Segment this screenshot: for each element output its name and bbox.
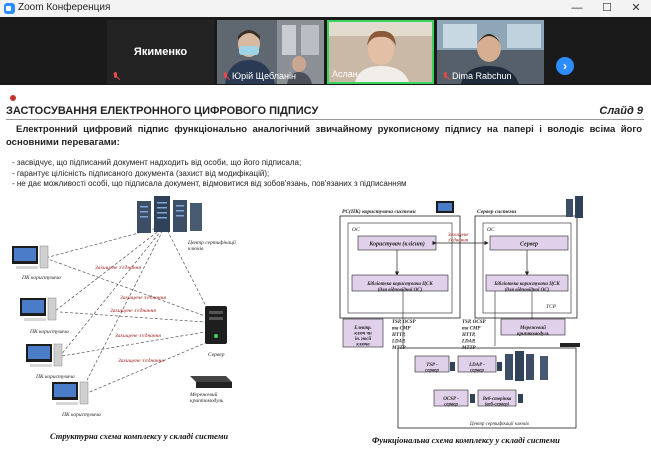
next-page-arrow-icon[interactable]: ›: [556, 57, 574, 75]
slide-title: ЗАСТОСУВАННЯ ЕЛЕКТРОННОГО ЦИФРОВОГО ПІДП…: [6, 105, 319, 117]
svg-text:Центр сертифікації ключів: Центр сертифікації ключів: [469, 422, 530, 427]
pc-label: ПК користувача: [61, 412, 101, 418]
secure-link-label: Захищене з'єднання: [110, 307, 156, 314]
svg-text:ОС: ОС: [487, 227, 495, 233]
participant-tile[interactable]: Dima Rabchun: [437, 20, 544, 84]
svg-text:TCP: TCP: [546, 304, 557, 310]
slide-number: Слайд 9: [599, 105, 643, 117]
bullet-list: - засвідчує, що підписаний документ надх…: [12, 158, 407, 190]
svg-text:Сервер системи: Сервер системи: [477, 209, 516, 215]
server-icon: [205, 306, 227, 344]
svg-text:PC(ПК) користувача системи: PC(ПК) користувача системи: [342, 208, 416, 215]
crypto-module-icon: [190, 376, 232, 388]
participant-video: [217, 20, 324, 84]
pc-icon: [12, 245, 49, 269]
participant-tile[interactable]: Якименко: [107, 20, 214, 84]
ca-servers-icon: [137, 196, 202, 233]
title-divider: [6, 119, 644, 120]
pc-label: ПК користувача: [21, 275, 61, 281]
secure-link-label: Захищене з'єднання: [95, 264, 141, 271]
participant-tile[interactable]: Юрій Щебланін: [217, 20, 324, 84]
muted-mic-icon: [222, 72, 230, 81]
ca-servers-icon: [505, 351, 548, 381]
svg-text:TSP -сервер: TSP -сервер: [425, 363, 439, 374]
participant-name: Юрій Щебланін: [232, 71, 296, 81]
pc-label: ПК користувача: [35, 374, 75, 380]
pc-icon: [436, 201, 454, 213]
participant-tile-active[interactable]: Аслан: [327, 20, 434, 84]
participant-video: [329, 22, 432, 82]
recording-dot-icon: [10, 95, 16, 101]
window-title: Zoom Конференция: [18, 2, 111, 13]
list-item: - не дає можливості особі, що підписала …: [12, 179, 407, 188]
pc-icon: [20, 297, 57, 321]
participant-strip: Якименко Юрій Щебланін Аслан: [0, 17, 651, 85]
participant-name: Якименко: [133, 46, 188, 58]
muted-mic-icon: [442, 72, 450, 81]
close-button[interactable]: ✕: [631, 2, 641, 14]
muted-mic-icon: [112, 72, 120, 81]
svg-text:Веб-сторінка(веб-сервер): Веб-сторінка(веб-сервер): [482, 397, 512, 408]
secure-link-label: Захищене з'єднання: [118, 357, 164, 364]
zoom-logo-icon: [4, 3, 15, 14]
svg-text:OCSP -сервер: OCSP -сервер: [443, 397, 459, 408]
svg-text:Сервер: Сервер: [520, 242, 538, 248]
secure-link-label: Захищене з'єднання: [120, 294, 166, 301]
pc-icon: [26, 343, 63, 367]
minimize-button[interactable]: —: [571, 2, 583, 14]
participant-name: Аслан: [332, 69, 358, 79]
list-item: - гарантує цілісність підписаного докуме…: [12, 168, 270, 178]
svg-text:Користувач (клієнт): Користувач (клієнт): [368, 241, 425, 248]
svg-text:Бібліотека користувача ЦСК(для: Бібліотека користувача ЦСК(для відповідн…: [366, 282, 433, 293]
list-item: - засвідчує, що підписаний документ надх…: [12, 158, 302, 167]
svg-text:ОС: ОС: [352, 227, 360, 233]
slide-intro: Електронний цифровий підпис функціональн…: [6, 124, 642, 148]
server-icon: [566, 196, 583, 218]
shared-slide: ЗАСТОСУВАННЯ ЕЛЕКТРОННОГО ЦИФРОВОГО ПІДП…: [0, 86, 651, 456]
svg-text:LDAP -сервер: LDAP -сервер: [468, 363, 485, 374]
right-diagram-caption: Функціональна схема комплексу у складі с…: [372, 435, 560, 445]
pc-icon: [52, 381, 89, 405]
secure-link-label: Захищене з'єднання: [115, 332, 161, 339]
right-functional-diagram: PC(ПК) користувача системи ОС Користувач…: [339, 196, 583, 445]
maximize-button[interactable]: ☐: [602, 2, 612, 14]
window-titlebar: Zoom Конференция — ☐ ✕: [0, 0, 651, 18]
crypto-module-icon: [560, 343, 580, 347]
svg-text:Бібліотека користувача ЦСК(для: Бібліотека користувача ЦСК(для відповідн…: [493, 282, 560, 293]
left-diagram-caption: Структурна схема комплексу у складі сист…: [50, 431, 228, 441]
participant-name: Dima Rabchun: [452, 71, 512, 81]
server-label: Сервер: [208, 352, 225, 358]
participant-video: [437, 20, 544, 84]
pc-label: ПК користувача: [29, 329, 69, 335]
